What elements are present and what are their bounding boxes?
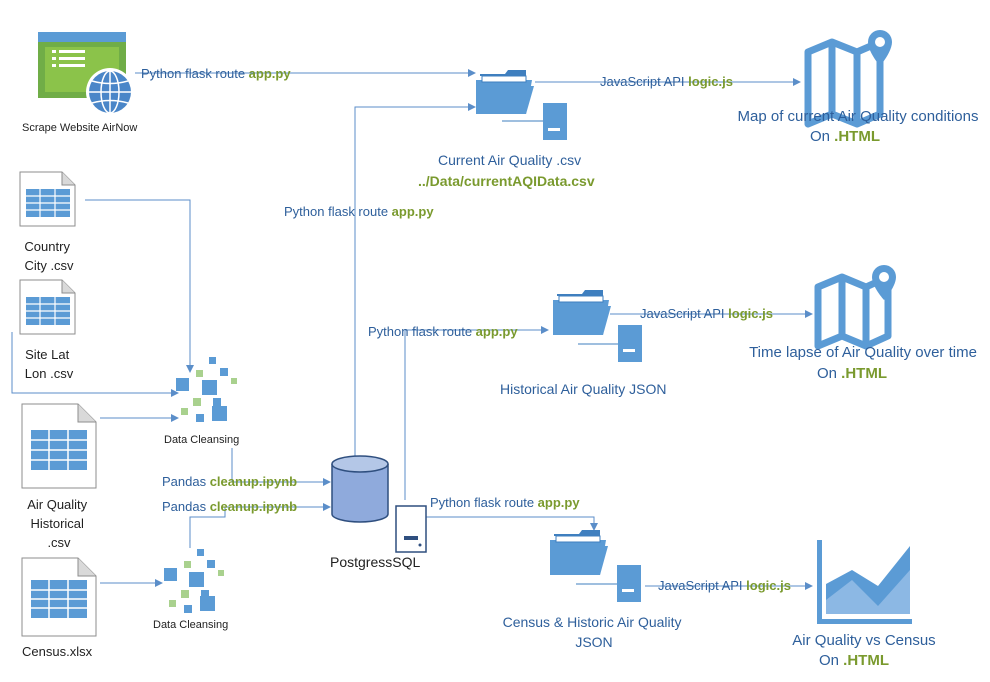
output-census-on: On .HTML bbox=[819, 652, 889, 669]
map-pin-icon-timelapse bbox=[814, 265, 896, 350]
flask-route-mid2-label: Python flask route app.py bbox=[368, 324, 518, 339]
site-latlon-label: Site Lat Lon .csv bbox=[25, 347, 74, 381]
server-icon-current bbox=[502, 103, 567, 140]
output-timelapse-label: Time lapse of Air Quality over time bbox=[749, 344, 977, 361]
aq-historical-label: Air Quality Historical .csv bbox=[27, 497, 91, 550]
historical-json-label: Historical Air Quality JSON bbox=[500, 381, 666, 397]
current-csv-label: Current Air Quality .csv bbox=[438, 152, 581, 168]
pandas-label-1: Pandas cleanup.ipynb bbox=[162, 474, 297, 489]
data-cleansing-icon-2 bbox=[164, 549, 224, 613]
output-map-on: On .HTML bbox=[810, 128, 880, 145]
flask-route-top-label: Python flask route app.py bbox=[141, 66, 291, 81]
postgres-label: PostgressSQL bbox=[330, 554, 420, 570]
flask-route-mid1-label: Python flask route app.py bbox=[284, 204, 434, 219]
area-chart-icon bbox=[817, 540, 912, 624]
site-latlon-file-icon bbox=[19, 279, 76, 335]
server-icon-census bbox=[576, 565, 641, 602]
census-file-icon bbox=[21, 557, 97, 637]
census-label: Census.xlsx bbox=[22, 644, 93, 659]
scrape-label: Scrape Website AirNow bbox=[22, 122, 137, 134]
website-icon bbox=[38, 32, 134, 116]
output-census-label: Air Quality vs Census bbox=[792, 632, 935, 649]
output-timelapse-on: On .HTML bbox=[817, 365, 887, 382]
server-icon bbox=[395, 505, 427, 553]
data-cleansing-label-2: Data Cleansing bbox=[153, 619, 228, 631]
js-api-label-1: JavaScript API logic.js bbox=[600, 74, 733, 89]
country-city-label: Country City .csv bbox=[24, 239, 74, 273]
js-api-label-3: JavaScript API logic.js bbox=[658, 578, 791, 593]
js-api-label-2: JavaScript API logic.js bbox=[640, 306, 773, 321]
aq-historical-file-icon bbox=[21, 403, 97, 489]
folder-icon bbox=[476, 70, 534, 114]
folder-icon-census bbox=[550, 530, 608, 575]
data-cleansing-icon bbox=[176, 357, 237, 422]
database-icon bbox=[331, 455, 389, 523]
flask-route-bottom-label: Python flask route app.py bbox=[430, 495, 580, 510]
pandas-label-2: Pandas cleanup.ipynb bbox=[162, 499, 297, 514]
server-icon-historical bbox=[578, 325, 642, 362]
map-pin-icon bbox=[804, 30, 892, 128]
current-csv-path: ../Data/currentAQIData.csv bbox=[418, 173, 595, 189]
country-city-file-icon bbox=[19, 171, 76, 227]
connectors bbox=[11, 69, 813, 590]
data-cleansing-label: Data Cleansing bbox=[164, 434, 239, 446]
census-json-label: Census & Historic Air Quality JSON bbox=[503, 614, 686, 650]
output-map-label: Map of current Air Quality conditions bbox=[738, 108, 979, 125]
folder-icon-historical bbox=[553, 290, 611, 335]
